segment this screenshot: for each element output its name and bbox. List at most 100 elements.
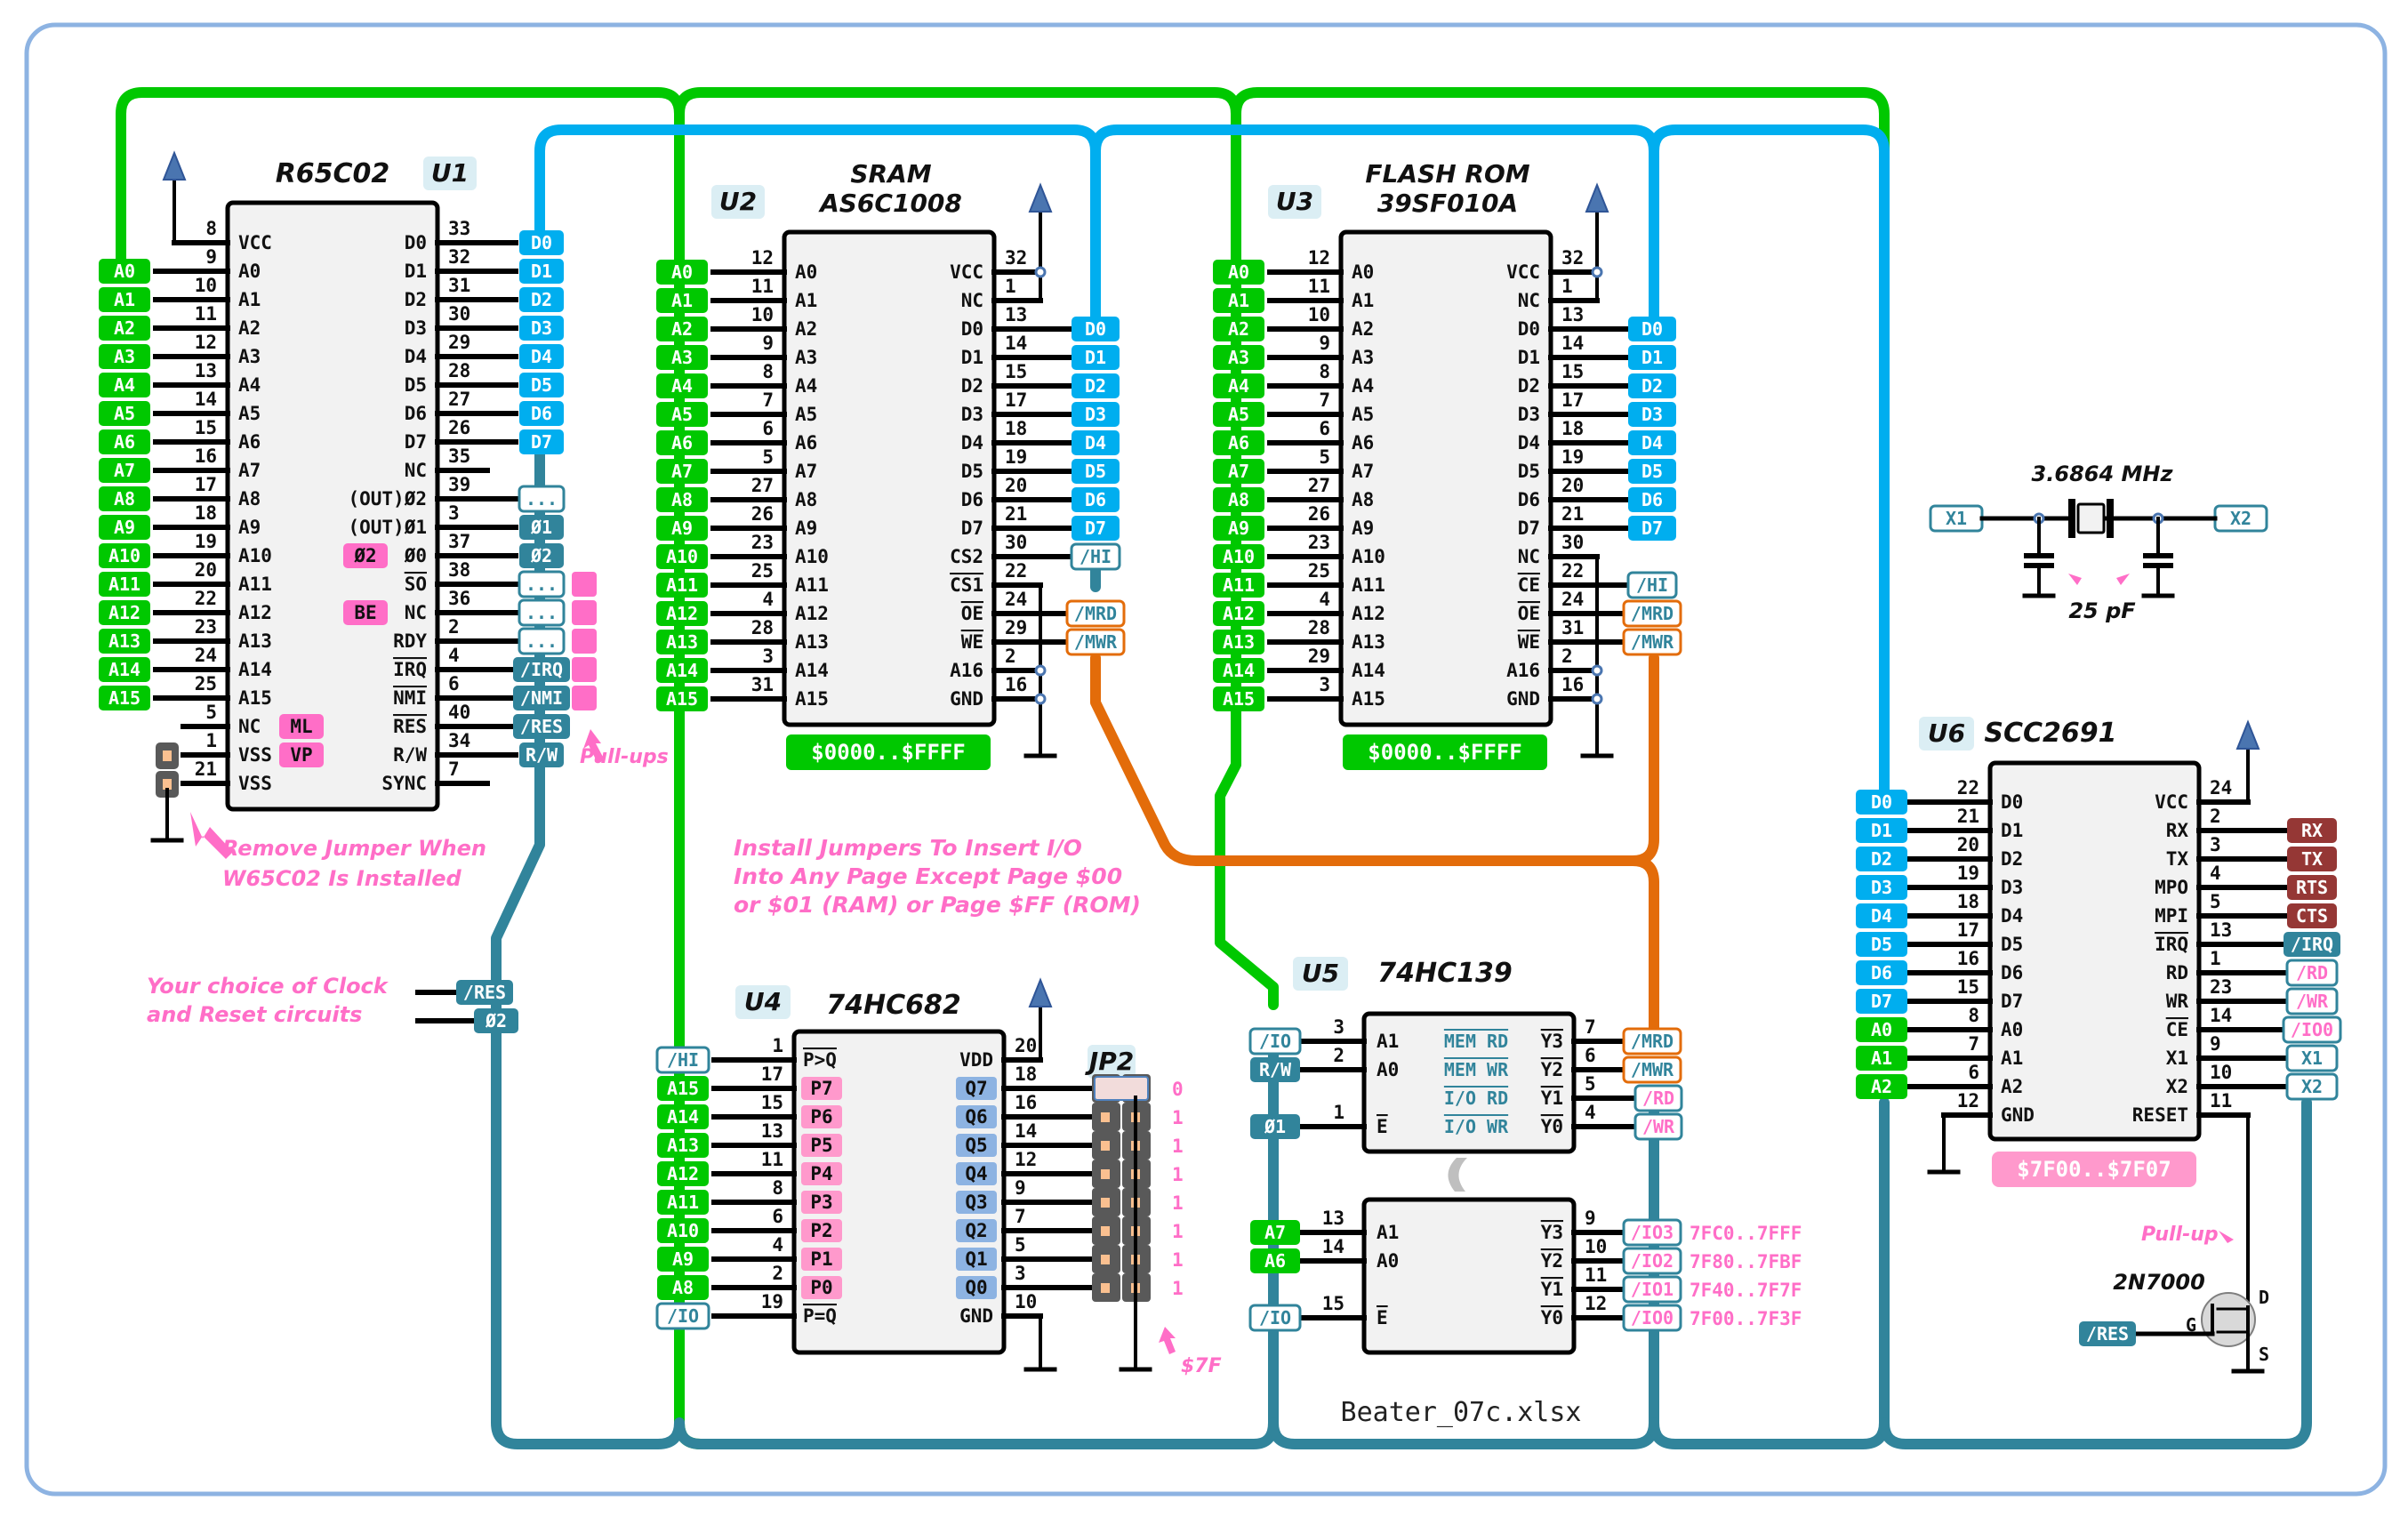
note-remove-jumper: W65C02 Is Installed [222, 866, 462, 891]
net-label-text: A5 [114, 403, 135, 424]
pin-name: D5 [961, 461, 983, 482]
net-label-box [2285, 1072, 2339, 1101]
pin-number: 9 [2210, 1033, 2221, 1055]
net-label-text: X1 [2301, 1047, 2323, 1069]
jumper-bit-value: 1 [1172, 1278, 1184, 1299]
pin-name: VSS [238, 744, 272, 766]
net-label-box [1628, 459, 1676, 484]
net-label-text: A12 [1223, 603, 1255, 624]
net-label-text: A8 [1228, 489, 1249, 510]
pin-number: 40 [448, 702, 470, 723]
net-label-text: D4 [1085, 432, 1106, 453]
pin-name: OE [961, 603, 983, 624]
net-label-box [1856, 847, 1907, 871]
pin-name: A16 [950, 660, 983, 681]
arrow-icon [583, 729, 605, 763]
net-label-A8: A8 [656, 487, 708, 512]
net-label-box [99, 429, 150, 454]
net-label-box [99, 543, 150, 568]
net-label-2: Ø2 [519, 543, 564, 568]
pin-number: 32 [1561, 247, 1584, 269]
net-label-text: D4 [1641, 432, 1663, 453]
net-label-box [1213, 487, 1264, 512]
net-label-text: D2 [1085, 375, 1106, 397]
pin-number: 24 [2210, 777, 2232, 799]
net-label-box [1213, 601, 1264, 626]
pin-number: 19 [1957, 863, 1979, 884]
pin-name: A12 [795, 603, 829, 624]
arrow-icon [1159, 1327, 1176, 1354]
mem-strobe-bus [1090, 653, 1659, 866]
net-label-text: D7 [1871, 991, 1892, 1012]
net-label-text: D1 [1085, 347, 1106, 368]
net-label-box [1248, 1304, 1302, 1332]
net-label-text: A9 [1228, 518, 1249, 539]
net-label-box [1628, 487, 1676, 512]
p-input-tag [801, 1248, 842, 1271]
net-label-A14: A14 [657, 1104, 709, 1129]
ref-text: U6 [1928, 718, 1965, 748]
pin-number: 1 [1005, 276, 1016, 297]
net-label-text: /RES [463, 982, 506, 1003]
net-label-: ... [518, 485, 566, 513]
ref-bg [1919, 717, 1974, 750]
pin-number: 21 [1561, 503, 1584, 525]
net-label-RES: /RES [513, 714, 570, 739]
pin-number: 24 [195, 645, 217, 666]
net-label-box [456, 980, 513, 1005]
net-label-text: A10 [667, 1220, 699, 1241]
pin-number: 13 [1322, 1208, 1344, 1229]
net-label-box [99, 316, 150, 341]
net-label-A4: A4 [99, 373, 150, 397]
p-input-tag [801, 1191, 842, 1214]
jumper-bit-value: 1 [1172, 1107, 1184, 1128]
jumper-bit-value: 0 [1172, 1079, 1184, 1100]
io-address-range: 7F40..7F7F [1690, 1280, 1802, 1301]
net-label-RES: /RES [2079, 1321, 2136, 1346]
pin-number: 27 [448, 389, 470, 410]
pin-number: 28 [1308, 617, 1330, 638]
pin-name: A6 [795, 432, 817, 453]
pin-name: D0 [1518, 318, 1540, 340]
net-label-text: A12 [667, 1163, 699, 1184]
jumper-bit-value: 1 [1172, 1192, 1184, 1214]
net-label-A11: A11 [657, 1190, 709, 1215]
net-label-box [1213, 516, 1264, 541]
net-label-D4: D4 [1628, 430, 1676, 455]
pin-number: 16 [1005, 674, 1027, 695]
net-label-box [1856, 903, 1907, 928]
net-label-text: /MRD [1074, 603, 1117, 624]
pin-name: P5 [810, 1135, 832, 1156]
net-label-A1: A1 [1856, 1046, 1907, 1071]
pin-name: A10 [238, 545, 272, 566]
pin-name: D0 [2001, 791, 2023, 813]
net-label-text: A13 [667, 1135, 699, 1156]
net-label-A6: A6 [656, 430, 708, 455]
pin-name: RDY [393, 630, 427, 652]
note-install-jumpers: Into Any Page Except Page $00 [734, 863, 1122, 889]
note-pullups: Pull-ups [580, 746, 669, 768]
pin-name: Y3 [1541, 1031, 1563, 1052]
net-label-box [99, 629, 150, 654]
pin-name: D7 [2001, 991, 2023, 1012]
decoder-function: MEM WR [1444, 1059, 1509, 1080]
pin-number: 4 [2210, 863, 2221, 884]
jumper-bit-value: 1 [1172, 1164, 1184, 1185]
net-label-A9: A9 [99, 515, 150, 540]
pin-name: X2 [2166, 1076, 2188, 1097]
pin-name: A3 [1352, 347, 1374, 368]
pin-name: GND [950, 688, 983, 710]
net-label-D1: D1 [519, 259, 564, 284]
pin-number: 8 [762, 361, 774, 382]
net-label-box [656, 345, 708, 370]
net-label-box [519, 742, 564, 767]
net-label-MWR: /MWR [1622, 628, 1682, 656]
pin-number: 7 [762, 389, 774, 411]
net-label-text: A14 [666, 660, 698, 681]
pin-number: 13 [1561, 304, 1584, 325]
address-bus [1231, 87, 1890, 806]
control-bus [1879, 1097, 2312, 1449]
net-label-text: D6 [1871, 962, 1892, 983]
pin-name: (OUT)Ø1 [348, 517, 427, 538]
pin-number: 23 [1308, 532, 1330, 553]
